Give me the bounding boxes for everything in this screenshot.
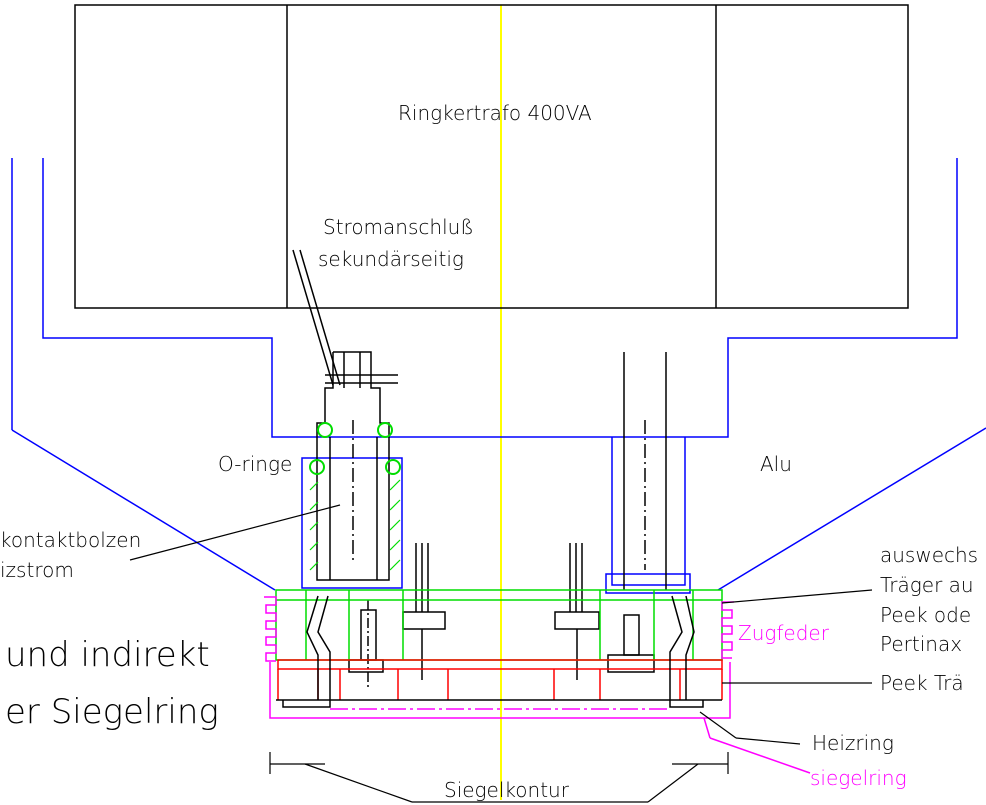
bottom-plate bbox=[276, 595, 722, 708]
peek-carrier-label: Peek Trä bbox=[880, 671, 964, 695]
housing-outline bbox=[11, 158, 986, 594]
contact-bolt bbox=[292, 249, 398, 581]
pertinax-label: Pertinax bbox=[880, 632, 962, 656]
replaceable-label: auswechs bbox=[880, 543, 978, 567]
alu-label: Alu bbox=[760, 452, 792, 476]
spring-label: Zugfeder bbox=[738, 621, 830, 645]
transformer-box bbox=[74, 4, 909, 309]
contact-bolt-label-2: izstrom bbox=[0, 558, 74, 582]
connection-label-1: Stromanschluß bbox=[323, 215, 474, 239]
o-rings bbox=[309, 422, 401, 475]
carrier-label: Träger au bbox=[880, 573, 974, 597]
transformer-label: Ringkertrafo 400VA bbox=[398, 101, 592, 125]
bolt-hatch bbox=[309, 479, 401, 571]
right-rods bbox=[623, 352, 667, 590]
leader-lines bbox=[129, 504, 873, 803]
heater bbox=[277, 659, 723, 700]
big-text-line-2: er Siegelring bbox=[5, 692, 219, 732]
seal-ring-label: siegelring bbox=[810, 766, 907, 790]
carrier bbox=[275, 589, 723, 661]
big-text-line-1: und indirekt bbox=[5, 635, 210, 675]
o-rings-label: O-ringe bbox=[218, 452, 292, 476]
seal-contour-label: Siegelkontur bbox=[444, 778, 570, 802]
spring bbox=[264, 596, 811, 774]
heater-ring-label: Heizring bbox=[812, 731, 894, 755]
peek-label: Peek ode bbox=[880, 603, 971, 627]
contact-bolt-label-1: kontaktbolzen bbox=[0, 528, 141, 552]
connection-label-2: sekundärseitig bbox=[318, 247, 464, 271]
